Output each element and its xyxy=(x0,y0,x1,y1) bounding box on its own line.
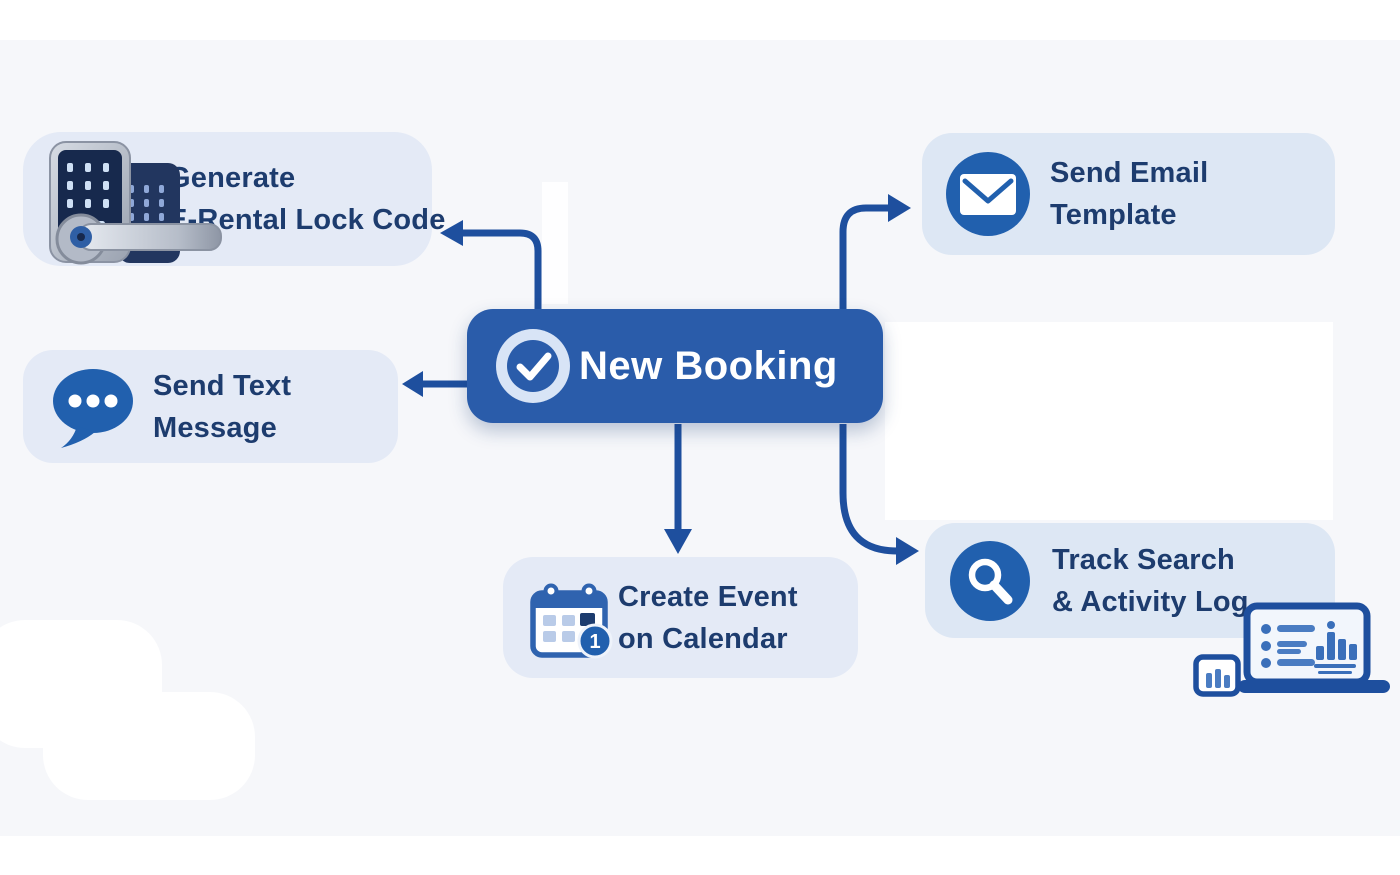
calendar-badge: 1 xyxy=(589,631,600,653)
node-generate-lock-code: Generate E-Rental Lock Code xyxy=(23,132,445,266)
bg-patch-right xyxy=(885,322,1333,520)
node-label-line1: Track Search xyxy=(1052,543,1235,576)
node-track-search-activity: Track Search & Activity Log xyxy=(925,523,1335,638)
calendar-icon: 1 xyxy=(530,583,613,659)
node-label-line1: Create Event xyxy=(618,580,798,613)
bg-blob-left-2 xyxy=(43,692,255,800)
node-label-line2: Message xyxy=(153,411,277,444)
chat-bubble-icon xyxy=(53,369,133,448)
arrow-to-email xyxy=(839,194,911,310)
arrow-to-lock xyxy=(440,220,542,312)
node-label-line2: & Activity Log xyxy=(1052,585,1249,618)
envelope-icon xyxy=(946,152,1030,236)
magnifier-icon xyxy=(950,541,1030,621)
node-label-line1: Generate xyxy=(168,162,296,194)
bg-patch-center xyxy=(542,182,568,304)
node-send-text-message: Send Text Message xyxy=(23,350,398,463)
door-lock-icon xyxy=(49,141,222,265)
node-send-email-template: Send Email Template xyxy=(922,133,1335,255)
node-label-line2: on Calendar xyxy=(618,622,788,655)
node-label-line1: Send Text xyxy=(153,369,292,402)
node-label-line2: Template xyxy=(1050,199,1177,231)
new-booking-label: New Booking xyxy=(579,343,838,388)
arrow-to-sms xyxy=(402,371,467,397)
new-booking-button: New Booking xyxy=(467,309,883,423)
bg-patch-top xyxy=(0,0,1400,40)
node-label-line1: Send Email xyxy=(1050,157,1209,189)
check-circle-icon xyxy=(496,329,570,403)
bg-patch-bottom xyxy=(0,836,1400,875)
arrow-to-calendar xyxy=(664,424,692,554)
node-create-event-calendar: 1 Create Event on Calendar xyxy=(503,557,858,678)
